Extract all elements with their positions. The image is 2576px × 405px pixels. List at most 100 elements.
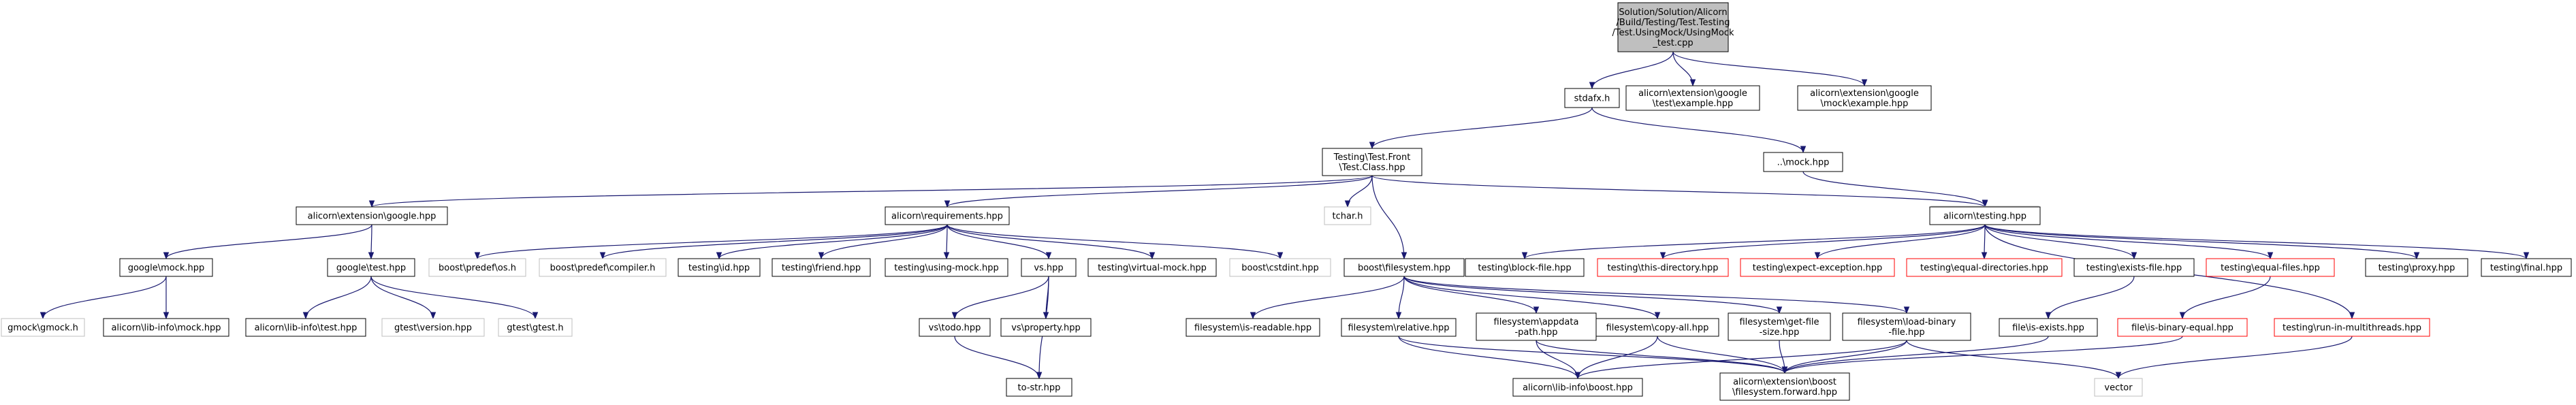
node-label: Testing\Test.Front: [1333, 152, 1411, 163]
node-testing-this-directory[interactable]: testing\this-directory.hpp: [1597, 258, 1729, 277]
node-box: [2481, 258, 2572, 277]
node-fs-is-readable[interactable]: filesystem\is-readable.hpp: [1186, 318, 1320, 337]
node-label: \Test.Class.hpp: [1339, 163, 1405, 173]
node-to-str[interactable]: to-str.hpp: [1006, 378, 1072, 397]
node-label: filesystem\appdata: [1494, 317, 1579, 327]
edge-requirements-to-testing-virtual-mock: [947, 224, 1156, 260]
node-boost-predef-compiler[interactable]: boost\predef\compiler.h: [539, 258, 667, 277]
node-box: [2365, 258, 2468, 277]
node-vs-property[interactable]: vs\property.hpp: [1000, 318, 1092, 337]
node-testing-run-in-multithreads[interactable]: testing\run-in-multithreads.hpp: [2274, 318, 2430, 337]
node-ext-google-mock-example[interactable]: alicorn\extension\google\mock\example.hp…: [1797, 85, 1932, 111]
node-ext-google-test-example[interactable]: alicorn\extension\google\test\example.hp…: [1625, 85, 1760, 111]
node-box: [103, 318, 229, 337]
node-testing-exists-file[interactable]: testing\exists-file.hpp: [2073, 258, 2195, 277]
node-gmock-h[interactable]: gmock\gmock.h: [1, 318, 85, 337]
node-box: [296, 206, 448, 225]
edge-fs-copy-all-to-ext-boost-fs-forward: [1657, 336, 1788, 374]
node-label: filesystem\load-binary: [1858, 317, 1956, 327]
node-boost-filesystem[interactable]: boost\filesystem.hpp: [1343, 258, 1465, 277]
node-ext-boost-fs-forward[interactable]: alicorn\extension\boost\filesystem.forwa…: [1719, 372, 1850, 401]
node-box: [1343, 258, 1465, 277]
edge-root-to-ext-google-mock-example: [1672, 51, 1868, 87]
node-lib-info-boost[interactable]: alicorn\lib-info\boost.hpp: [1512, 378, 1643, 397]
edge-boost-filesystem-to-fs-copy-all: [1403, 276, 1661, 320]
node-file-is-binary-equal[interactable]: file\is-binary-equal.hpp: [2117, 318, 2248, 337]
node-label: google\test.hpp: [336, 263, 406, 274]
edge-root-to-ext-google-test-example: [1672, 51, 1696, 87]
node-testing-expect-exception[interactable]: testing\expect-exception.hpp: [1740, 258, 1895, 277]
node-label: ..\mock.hpp: [1777, 158, 1830, 168]
node-label: gtest\version.hpp: [394, 323, 472, 334]
node-box: [919, 318, 991, 337]
node-testing-block-file[interactable]: testing\block-file.hpp: [1465, 258, 1585, 277]
node-testing-equal-directories[interactable]: testing\equal-directories.hpp: [1906, 258, 2063, 277]
node-fs-relative[interactable]: filesystem\relative.hpp: [1341, 318, 1457, 337]
node-gtest-h[interactable]: gtest\gtest.h: [498, 318, 573, 337]
edge-testing-hpp-to-testing-exists-file: [1984, 224, 2137, 260]
node-label: tchar.h: [1333, 212, 1363, 222]
edge-test-front-to-boost-filesystem: [1371, 175, 1408, 260]
node-box: [245, 318, 366, 337]
node-file-is-exists[interactable]: file\is-exists.hpp: [1999, 318, 2098, 337]
node-testing-id[interactable]: testing\id.hpp: [678, 258, 761, 277]
node-testing-proxy[interactable]: testing\proxy.hpp: [2365, 258, 2468, 277]
edge-boost-filesystem-to-fs-relative: [1395, 276, 1405, 320]
node-box: [1763, 152, 1843, 172]
edge-fs-load-binary-file-to-ext-boost-fs-forward: [1781, 340, 1907, 374]
node-label: stdafx.h: [1574, 94, 1610, 104]
node-testing-virtual-mock[interactable]: testing\virtual-mock.hpp: [1087, 258, 1217, 277]
node-google-test[interactable]: google\test.hpp: [327, 258, 415, 277]
edge-file-is-binary-equal-to-ext-boost-fs-forward: [1781, 336, 2183, 374]
node-fs-get-file-size[interactable]: filesystem\get-file-size.hpp: [1728, 312, 1831, 341]
node-boost-predef-os[interactable]: boost\predef\os.h: [428, 258, 526, 277]
node-label: boost\predef\compiler.h: [550, 263, 656, 274]
node-label: vs\todo.hpp: [929, 323, 981, 334]
node-box: [119, 258, 213, 277]
node-label: gtest\gtest.h: [507, 323, 563, 334]
node-label: boost\filesystem.hpp: [1358, 263, 1450, 274]
edge-fs-appdata-path-to-lib-info-boost: [1536, 340, 1581, 380]
node-box: [428, 258, 526, 277]
node-test-front[interactable]: Testing\Test.Front\Test.Class.hpp: [1322, 148, 1422, 176]
node-testing-using-mock[interactable]: testing\using-mock.hpp: [885, 258, 1008, 277]
edge-test-front-to-testing-hpp: [1371, 175, 1988, 208]
node-mock-hpp[interactable]: ..\mock.hpp: [1763, 152, 1843, 172]
node-testing-friend[interactable]: testing\friend.hpp: [772, 258, 871, 277]
node-label: filesystem\copy-all.hpp: [1606, 323, 1709, 334]
node-box: [1324, 206, 1371, 225]
node-box: [1341, 318, 1457, 337]
node-testing-final[interactable]: testing\final.hpp: [2481, 258, 2572, 277]
node-gtest-version[interactable]: gtest\version.hpp: [381, 318, 485, 337]
node-label: testing\virtual-mock.hpp: [1098, 263, 1207, 274]
node-google-mock[interactable]: google\mock.hpp: [119, 258, 213, 277]
node-vs-hpp[interactable]: vs.hpp: [1021, 258, 1077, 277]
node-ext-google-hpp[interactable]: alicorn\extension\google.hpp: [296, 206, 448, 225]
node-fs-appdata-path[interactable]: filesystem\appdata-path.hpp: [1476, 312, 1597, 341]
edge-fs-appdata-path-to-ext-boost-fs-forward: [1536, 340, 1788, 374]
node-boost-cstdint[interactable]: boost\cstdint.hpp: [1229, 258, 1331, 277]
node-label: /Test.UsingMock/UsingMock: [1612, 28, 1734, 38]
node-requirements[interactable]: alicorn\requirements.hpp: [885, 206, 1010, 225]
node-stdafx[interactable]: stdafx.h: [1564, 88, 1620, 108]
edge-boost-filesystem-to-fs-appdata-path: [1403, 276, 1540, 314]
node-vs-todo[interactable]: vs\todo.hpp: [919, 318, 991, 337]
node-lib-info-test[interactable]: alicorn\lib-info\test.hpp: [245, 318, 366, 337]
node-testing-equal-files[interactable]: testing\equal-files.hpp: [2206, 258, 2335, 277]
node-lib-info-mock[interactable]: alicorn\lib-info\mock.hpp: [103, 318, 229, 337]
node-label: testing\final.hpp: [2490, 263, 2562, 274]
node-label: testing\this-directory.hpp: [1607, 263, 1718, 274]
node-vector[interactable]: vector: [2094, 378, 2143, 397]
node-root[interactable]: Solution/Solution/Alicorn/Build/Testing/…: [1612, 2, 1734, 52]
node-box: [2274, 318, 2430, 337]
node-fs-load-binary-file[interactable]: filesystem\load-binary-file.hpp: [1842, 312, 1971, 341]
node-fs-copy-all[interactable]: filesystem\copy-all.hpp: [1595, 318, 1719, 337]
node-box: [1929, 206, 2041, 225]
node-testing-hpp[interactable]: alicorn\testing.hpp: [1929, 206, 2041, 225]
node-tchar[interactable]: tchar.h: [1324, 206, 1371, 225]
node-label: /Build/Testing/Test.Testing: [1617, 18, 1730, 28]
edge-vs-todo-to-to-str: [954, 336, 1043, 380]
node-label: alicorn\lib-info\mock.hpp: [111, 323, 221, 334]
node-label: testing\expect-exception.hpp: [1753, 263, 1883, 274]
edge-root-to-stdafx: [1589, 51, 1674, 90]
